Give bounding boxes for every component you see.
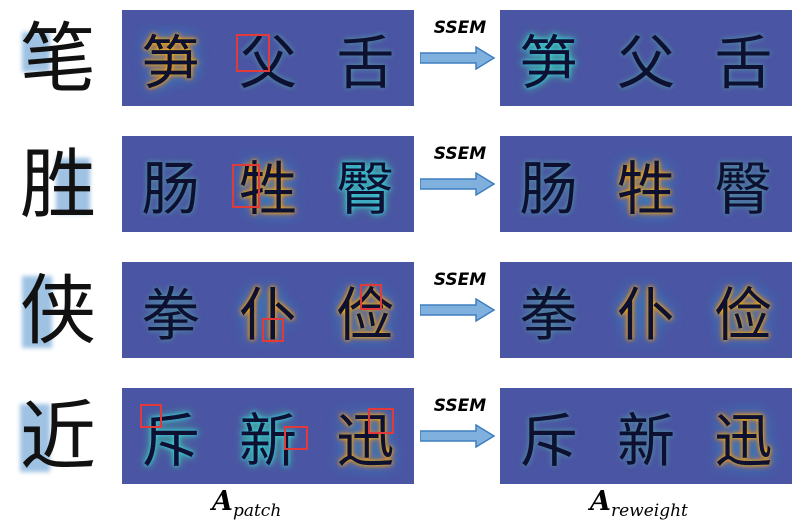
attention-map-reweight: 笋 父 舌 [500, 10, 792, 106]
attention-map-reweight: 肠 牲 臀 [500, 136, 792, 232]
highlight-box [262, 318, 284, 342]
query-character: 笔 [8, 4, 108, 114]
attention-map-patch: 拳 仆 俭 [122, 262, 414, 358]
query-glyph: 笔 [20, 14, 96, 103]
caption-symbol: A [590, 486, 611, 517]
query-highlight [20, 404, 50, 472]
query-character: 近 [8, 382, 108, 492]
candidate-glyph: 肠 [141, 155, 200, 223]
query-glyph: 胜 [20, 140, 96, 229]
candidate-glyph: 舌 [714, 29, 773, 97]
candidate-glyph: 拳 [141, 281, 200, 349]
query-highlight [22, 32, 50, 72]
caption-a-reweight: Areweight [590, 486, 688, 521]
candidate-glyph: 迅 [714, 407, 773, 475]
attention-map-reweight: 拳 仆 俭 [500, 262, 792, 358]
candidate-glyph: 斥 [141, 407, 200, 475]
example-row-2: 胜 肠 牲 臀 SSEM 肠 牲 臀 [0, 130, 798, 240]
candidate-glyph: 俭 [714, 281, 773, 349]
candidate-glyph: 牲 [238, 155, 297, 223]
candidate-glyph: 笋 [519, 29, 578, 97]
highlight-box [360, 284, 382, 310]
candidate-glyph: 牲 [616, 155, 675, 223]
query-highlight [22, 276, 52, 348]
candidate-glyph: 肠 [519, 155, 578, 223]
ssem-label: SSEM [433, 18, 487, 38]
highlight-box [368, 408, 394, 434]
example-row-1: 笔 笋 父 舌 SSEM 笋 父 舌 [0, 4, 798, 114]
arrow-right-icon [420, 46, 496, 70]
query-glyph: 近 [20, 392, 96, 481]
highlight-box [284, 426, 308, 450]
highlight-box [140, 404, 162, 428]
candidate-glyph: 迅 [336, 407, 395, 475]
arrow-right-icon [420, 172, 496, 196]
candidate-glyph: 新 [616, 407, 675, 475]
example-row-3: 侠 拳 仆 俭 SSEM 拳 仆 俭 [0, 256, 798, 366]
caption-subscript: patch [232, 501, 282, 521]
highlight-box [236, 34, 270, 72]
attention-map-patch: 斥 新 迅 [122, 388, 414, 484]
candidate-glyph: 舌 [336, 29, 395, 97]
candidate-glyph: 仆 [238, 281, 297, 349]
query-highlight [56, 158, 90, 214]
highlight-box [232, 164, 260, 208]
query-glyph: 侠 [20, 266, 96, 355]
ssem-label: SSEM [433, 144, 487, 164]
candidate-glyph: 父 [238, 29, 297, 97]
caption-symbol: A [212, 486, 233, 517]
caption-subscript: reweight [610, 501, 688, 521]
ssem-label: SSEM [433, 396, 487, 416]
attention-map-patch: 笋 父 舌 [122, 10, 414, 106]
arrow-right-icon [420, 298, 496, 322]
attention-map-reweight: 斥 新 迅 [500, 388, 792, 484]
attention-map-patch: 肠 牲 臀 [122, 136, 414, 232]
candidate-glyph: 俭 [336, 281, 395, 349]
candidate-glyph: 臀 [714, 155, 773, 223]
candidate-glyph: 仆 [616, 281, 675, 349]
candidate-glyph: 斥 [519, 407, 578, 475]
candidate-glyph: 父 [616, 29, 675, 97]
query-character: 胜 [8, 130, 108, 240]
candidate-glyph: 笋 [141, 29, 200, 97]
example-row-4: 近 斥 新 迅 SSEM 斥 新 迅 [0, 382, 798, 492]
query-character: 侠 [8, 256, 108, 366]
candidate-glyph: 新 [238, 407, 297, 475]
ssem-label: SSEM [433, 270, 487, 290]
caption-a-patch: Apatch [212, 486, 281, 521]
arrow-right-icon [420, 424, 496, 448]
candidate-glyph: 臀 [336, 155, 395, 223]
candidate-glyph: 拳 [519, 281, 578, 349]
